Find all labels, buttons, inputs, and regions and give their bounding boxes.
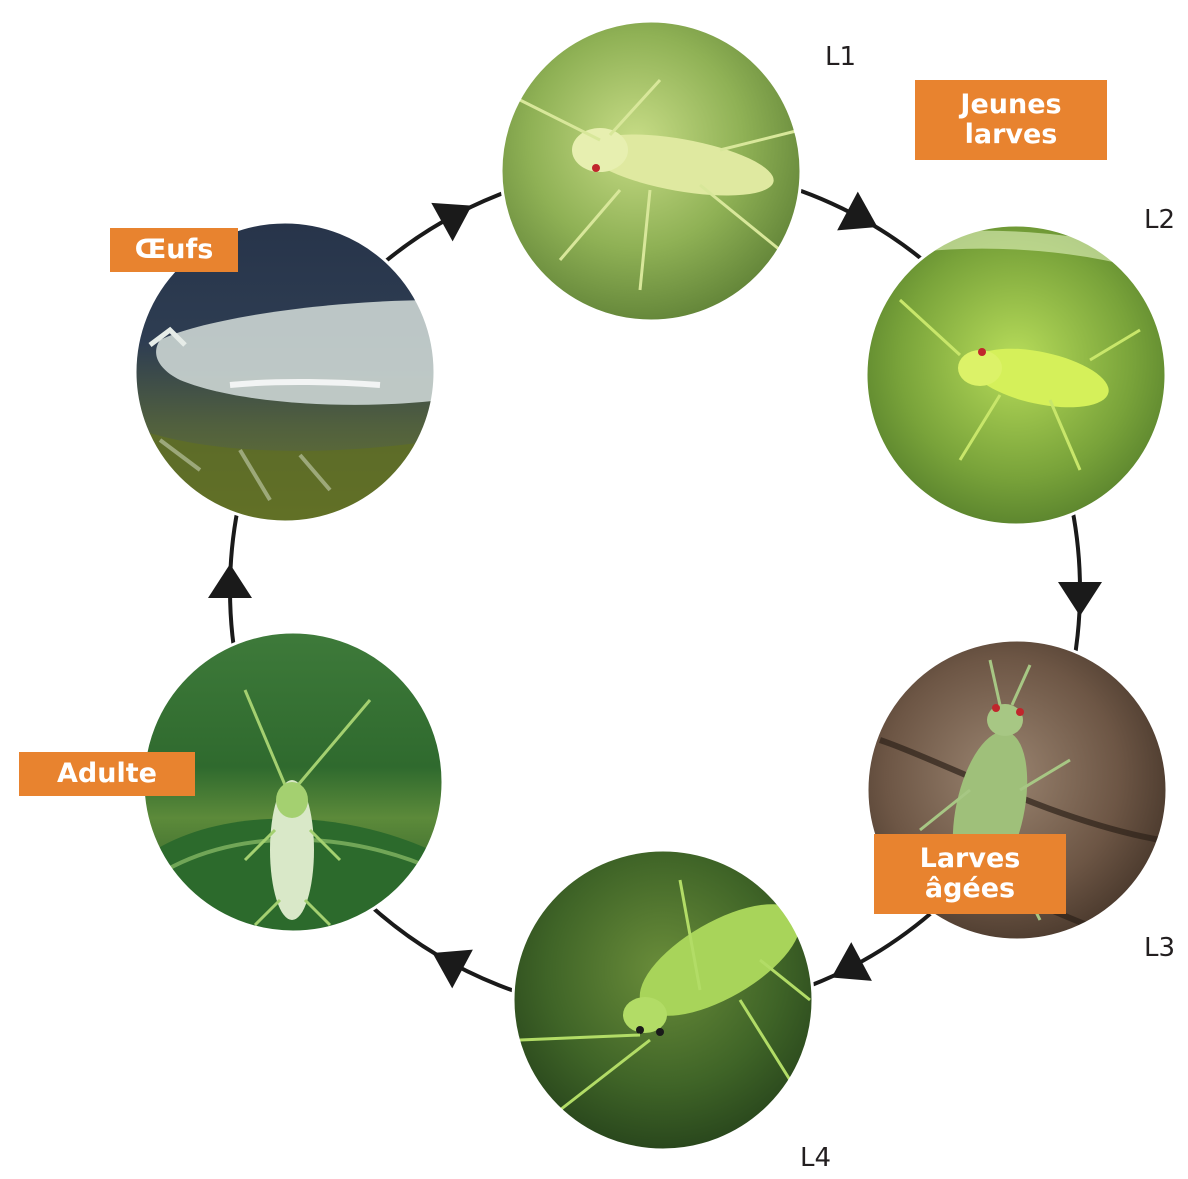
stage-label-l2: L2 [1144,207,1175,233]
label-adult-text: Adulte [57,759,157,789]
stage-label-l3: L3 [1144,935,1175,961]
label-young-larvae: Jeunes larves [915,80,1107,160]
label-eggs-text: Œufs [135,235,214,265]
label-young-larvae-line2: larves [965,120,1058,150]
stage-label-l4: L4 [800,1145,831,1171]
stage-label-l1: L1 [825,44,856,70]
arrow-adult-to-eggs [208,564,252,598]
label-adult: Adulte [19,752,195,796]
label-old-larvae-line1: Larves [920,844,1021,874]
arrow-l3-to-l4 [832,942,872,981]
arrow-l2-to-l3 [1058,582,1102,616]
label-old-larvae-line2: âgées [925,874,1015,904]
arrow-eggs-to-l1 [431,203,471,241]
label-old-larvae: Larves âgées [874,834,1066,914]
label-eggs: Œufs [110,228,238,272]
photo-l1-larva [501,21,801,321]
label-young-larvae-line1: Jeunes [960,90,1061,120]
